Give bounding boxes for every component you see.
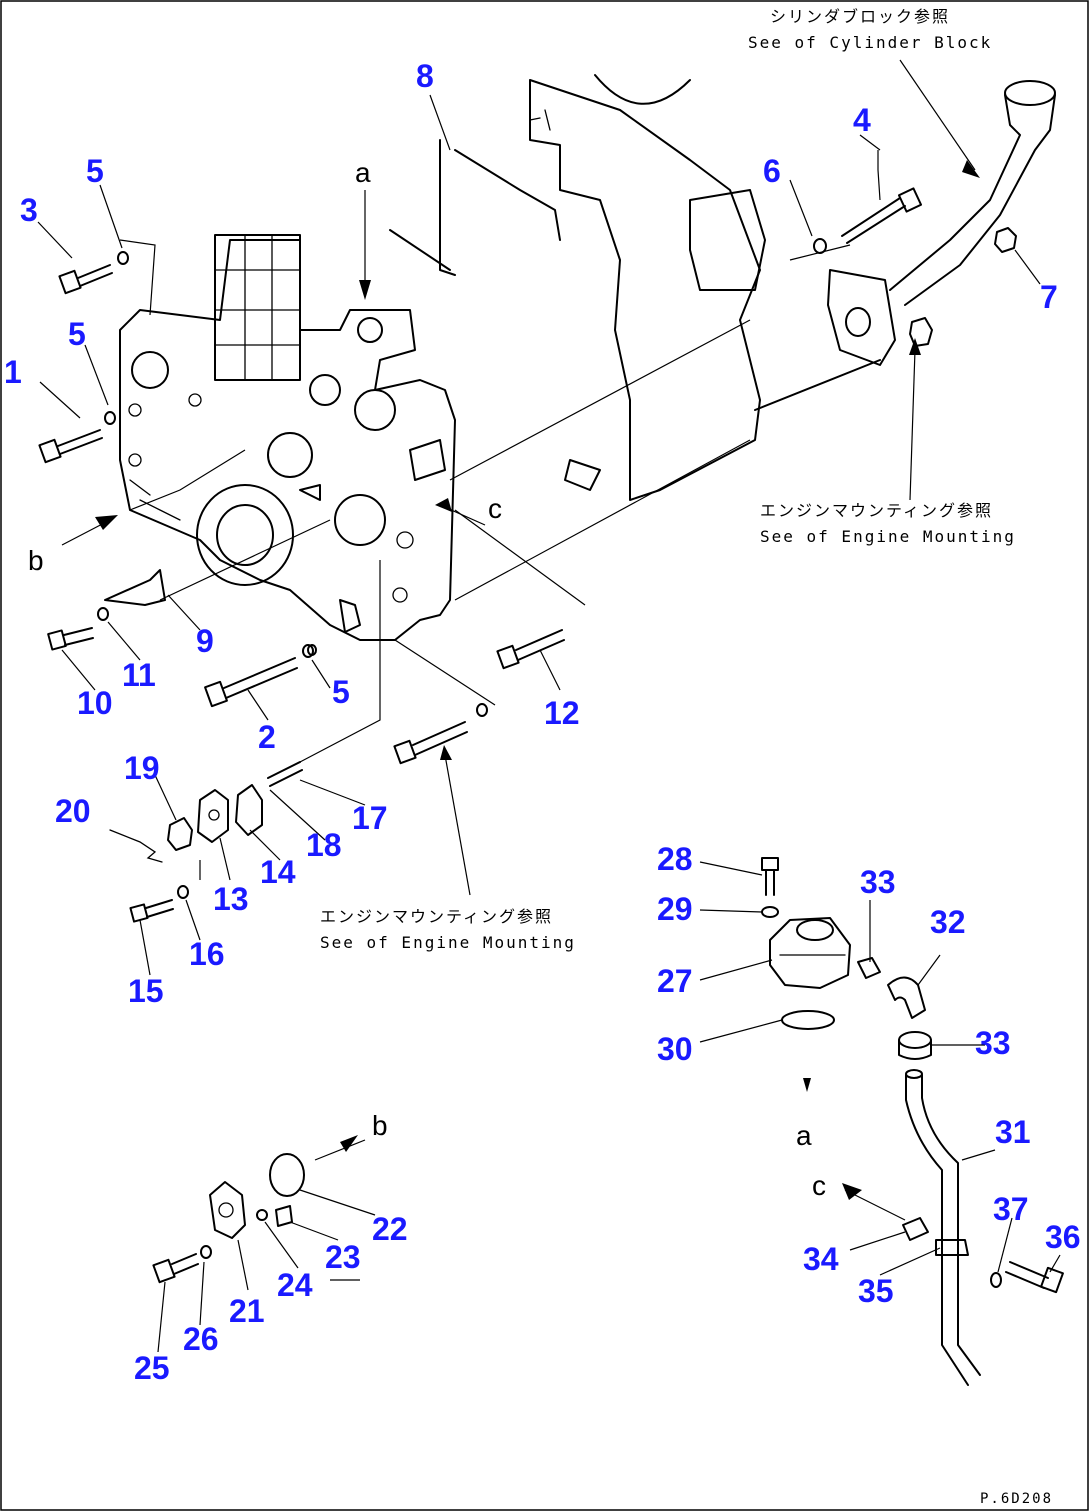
note-engine-mounting-jp-1: エンジンマウンティング参照 xyxy=(760,501,993,520)
callout-18: 18 xyxy=(306,827,342,863)
callout-36: 36 xyxy=(1045,1219,1081,1255)
callout-28: 28 xyxy=(657,841,693,877)
callout-35: 35 xyxy=(858,1273,894,1309)
callout-24: 24 xyxy=(277,1267,313,1303)
view-letters: a b c a b c xyxy=(28,157,826,1201)
callout-2: 2 xyxy=(258,719,276,755)
callout-19: 19 xyxy=(124,750,160,786)
callout-7: 7 xyxy=(1040,279,1058,315)
oil-filler-pipe xyxy=(827,80,1056,366)
callout-15: 15 xyxy=(128,973,164,1009)
seal-group xyxy=(152,1153,305,1284)
letter-a-bottom: a xyxy=(796,1120,812,1151)
note-cylinder-block-en: See of Cylinder Block xyxy=(748,33,992,52)
leader-lines xyxy=(37,94,1061,1353)
front-gear-case xyxy=(119,234,456,641)
drive-cover-group xyxy=(109,761,303,923)
callout-33-lower: 33 xyxy=(975,1025,1011,1061)
callout-12: 12 xyxy=(544,695,580,731)
callout-3: 3 xyxy=(20,192,38,228)
callout-5-center: 5 xyxy=(332,674,350,710)
callout-9: 9 xyxy=(196,623,214,659)
callout-26: 26 xyxy=(183,1321,219,1357)
callout-33-upper: 33 xyxy=(860,864,896,900)
callout-27: 27 xyxy=(657,963,693,999)
callout-17: 17 xyxy=(352,800,388,836)
arrows xyxy=(61,160,980,1221)
callout-16: 16 xyxy=(189,936,225,972)
letter-a-top: a xyxy=(355,157,371,188)
note-engine-mounting-en-1: See of Engine Mounting xyxy=(760,527,1016,546)
callout-6: 6 xyxy=(763,153,781,189)
callout-numbers: 1 2 3 4 5 5 5 6 7 8 9 10 11 12 13 14 15 … xyxy=(4,58,1081,1386)
breather-group xyxy=(761,857,1064,1386)
callout-31: 31 xyxy=(995,1114,1031,1150)
callout-14: 14 xyxy=(260,854,296,890)
callout-25: 25 xyxy=(134,1350,170,1386)
letter-b-bottom: b xyxy=(372,1110,388,1141)
callout-1: 1 xyxy=(4,354,22,390)
callout-5-left: 5 xyxy=(68,316,86,352)
callout-23: 23 xyxy=(325,1239,361,1275)
callout-21: 21 xyxy=(229,1293,265,1329)
callout-30: 30 xyxy=(657,1031,693,1067)
assembly-lines xyxy=(129,59,976,896)
letter-c-bottom: c xyxy=(812,1170,826,1201)
figure-code: P.6D208 xyxy=(980,1491,1053,1507)
callout-22: 22 xyxy=(372,1211,408,1247)
reference-notes: シリンダブロック参照 See of Cylinder Block エンジンマウン… xyxy=(320,7,1016,952)
callout-13: 13 xyxy=(213,881,249,917)
note-engine-mounting-en-2: See of Engine Mounting xyxy=(320,933,576,952)
callout-8: 8 xyxy=(416,58,434,94)
fasteners xyxy=(38,187,1017,765)
callout-37: 37 xyxy=(993,1191,1029,1227)
letter-c-mid: c xyxy=(488,493,502,524)
note-engine-mounting-jp-2: エンジンマウンティング参照 xyxy=(320,907,553,926)
callout-20: 20 xyxy=(55,793,91,829)
letter-b-left: b xyxy=(28,545,44,576)
callout-4: 4 xyxy=(853,102,871,138)
callout-34: 34 xyxy=(803,1241,839,1277)
note-cylinder-block-jp: シリンダブロック参照 xyxy=(770,7,950,26)
callout-11: 11 xyxy=(122,657,156,693)
cylinder-block-outline xyxy=(389,74,881,501)
callout-10: 10 xyxy=(77,685,113,721)
callout-29: 29 xyxy=(657,891,693,927)
callout-32: 32 xyxy=(930,904,966,940)
callout-5-top: 5 xyxy=(86,153,104,189)
